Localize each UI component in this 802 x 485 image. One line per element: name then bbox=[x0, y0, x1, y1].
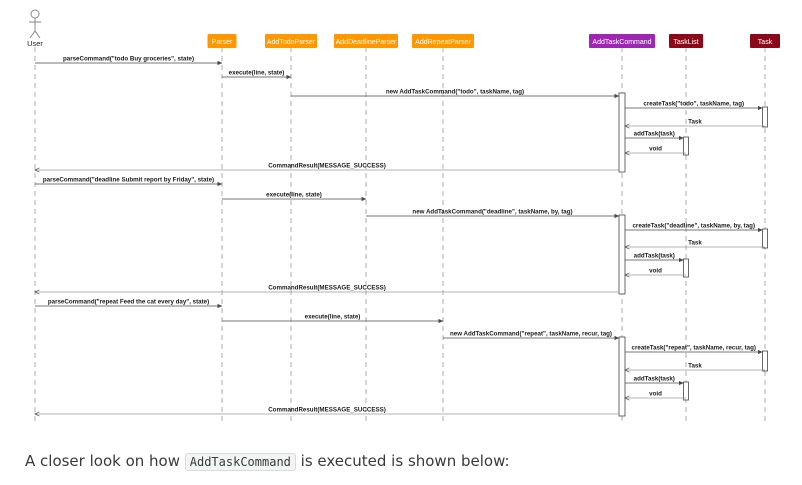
message-label: CommandResult(MESSAGE_SUCCESS) bbox=[268, 285, 386, 292]
activation-task-1 bbox=[762, 106, 768, 128]
activation-addtaskcmd-1 bbox=[618, 92, 626, 173]
activation-addtaskcmd-3 bbox=[618, 336, 626, 417]
message-label: execute(line, state) bbox=[305, 314, 361, 321]
message-5: Task bbox=[625, 119, 765, 127]
activation-task-2 bbox=[762, 228, 768, 249]
actor-label-user: User bbox=[27, 39, 43, 48]
message-23: void bbox=[625, 391, 686, 399]
message-label: new AddTaskCommand("todo", taskName, tag… bbox=[386, 89, 524, 96]
message-label: createTask("deadline", taskName, by, tag… bbox=[632, 223, 755, 230]
message-22: addTask(task) bbox=[625, 376, 684, 386]
message-label: parseCommand("repeat Feed the cat every … bbox=[48, 299, 209, 306]
participant-adddeadline: AddDeadlineParser bbox=[334, 34, 398, 48]
message-15: void bbox=[625, 268, 686, 276]
message-label: execute(line, state) bbox=[229, 70, 285, 77]
participant-label-addtaskcmd: AddTaskCommand bbox=[592, 39, 651, 46]
message-label: Task bbox=[688, 119, 702, 126]
activation-task-3 bbox=[762, 350, 768, 372]
participant-label-parser: Parser bbox=[212, 39, 233, 46]
message-9: parseCommand("deadline Submit report by … bbox=[35, 177, 223, 187]
participant-addrepeat: AddRepeatParser bbox=[412, 34, 474, 48]
activation-addtaskcmd-2 bbox=[618, 214, 626, 295]
message-24: CommandResult(MESSAGE_SUCCESS) bbox=[35, 407, 619, 415]
message-20: createTask("repeat", taskName, recur, ta… bbox=[625, 345, 763, 355]
activation-tasklist-3 bbox=[683, 381, 689, 401]
message-2: execute(line, state) bbox=[222, 70, 292, 80]
activation-tasklist-1 bbox=[683, 136, 689, 156]
caption-text-after: is executed is shown below: bbox=[295, 452, 510, 470]
participant-box bbox=[412, 34, 474, 48]
message-14: addTask(task) bbox=[625, 253, 684, 263]
message-13: Task bbox=[625, 240, 765, 248]
message-18: execute(line, state) bbox=[222, 314, 444, 324]
message-12: createTask("deadline", taskName, by, tag… bbox=[625, 223, 763, 233]
participant-box bbox=[669, 34, 703, 48]
participant-addtodo: AddTodoParser bbox=[265, 34, 317, 48]
message-label: addTask(task) bbox=[634, 131, 675, 138]
participant-parser: Parser bbox=[207, 34, 237, 48]
participant-box bbox=[589, 34, 655, 48]
message-8: CommandResult(MESSAGE_SUCCESS) bbox=[35, 163, 619, 171]
message-label: addTask(task) bbox=[634, 376, 675, 383]
message-label: CommandResult(MESSAGE_SUCCESS) bbox=[268, 407, 386, 414]
message-11: new AddTaskCommand("deadline", taskName,… bbox=[366, 209, 620, 219]
participant-box bbox=[334, 34, 398, 48]
message-3: new AddTaskCommand("todo", taskName, tag… bbox=[291, 89, 620, 99]
message-label: execute(line, state) bbox=[266, 192, 322, 199]
participant-box bbox=[265, 34, 317, 48]
caption: A closer look on how AddTaskCommand is e… bbox=[25, 452, 510, 471]
message-19: new AddTaskCommand("repeat", taskName, r… bbox=[443, 331, 620, 341]
message-7: void bbox=[625, 146, 686, 154]
message-6: addTask(task) bbox=[625, 131, 684, 141]
caption-code: AddTaskCommand bbox=[184, 453, 296, 471]
caption-text-before: A closer look on how bbox=[25, 452, 185, 470]
activation-tasklist-2 bbox=[683, 258, 689, 278]
message-label: parseCommand("deadline Submit report by … bbox=[43, 177, 214, 184]
message-1: parseCommand("todo Buy groceries", state… bbox=[35, 56, 223, 66]
message-label: void bbox=[649, 146, 662, 153]
message-4: createTask("todo", taskName, tag) bbox=[625, 101, 763, 111]
message-label: new AddTaskCommand("repeat", taskName, r… bbox=[450, 331, 612, 338]
message-17: parseCommand("repeat Feed the cat every … bbox=[35, 299, 223, 309]
message-21: Task bbox=[625, 363, 765, 371]
participant-box bbox=[750, 34, 780, 48]
participant-box bbox=[207, 34, 237, 48]
message-label: CommandResult(MESSAGE_SUCCESS) bbox=[268, 163, 386, 170]
participant-tasklist: TaskList bbox=[669, 34, 703, 48]
participant-label-addrepeat: AddRepeatParser bbox=[415, 39, 471, 46]
message-label: Task bbox=[688, 240, 702, 247]
message-label: void bbox=[649, 268, 662, 275]
participant-label-tasklist: TaskList bbox=[673, 39, 698, 46]
participant-label-addtodo: AddTodoParser bbox=[267, 39, 316, 46]
participant-label-task: Task bbox=[758, 39, 773, 46]
message-label: addTask(task) bbox=[634, 253, 675, 260]
message-16: CommandResult(MESSAGE_SUCCESS) bbox=[35, 285, 619, 293]
message-label: createTask("todo", taskName, tag) bbox=[643, 101, 744, 108]
actor-user: User bbox=[27, 9, 43, 48]
message-label: Task bbox=[688, 363, 702, 370]
participant-label-adddeadline: AddDeadlineParser bbox=[336, 39, 397, 46]
message-10: execute(line, state) bbox=[222, 192, 367, 202]
message-label: parseCommand("todo Buy groceries", state… bbox=[63, 56, 194, 63]
message-label: createTask("repeat", taskName, recur, ta… bbox=[632, 345, 756, 352]
message-label: void bbox=[649, 391, 662, 398]
participant-addtaskcmd: AddTaskCommand bbox=[589, 34, 655, 48]
message-label: new AddTaskCommand("deadline", taskName,… bbox=[412, 209, 572, 216]
sequence-diagram: User Parser AddTodoParser AddDeadlineParser… bbox=[27, 9, 780, 425]
participant-task: Task bbox=[750, 34, 780, 48]
